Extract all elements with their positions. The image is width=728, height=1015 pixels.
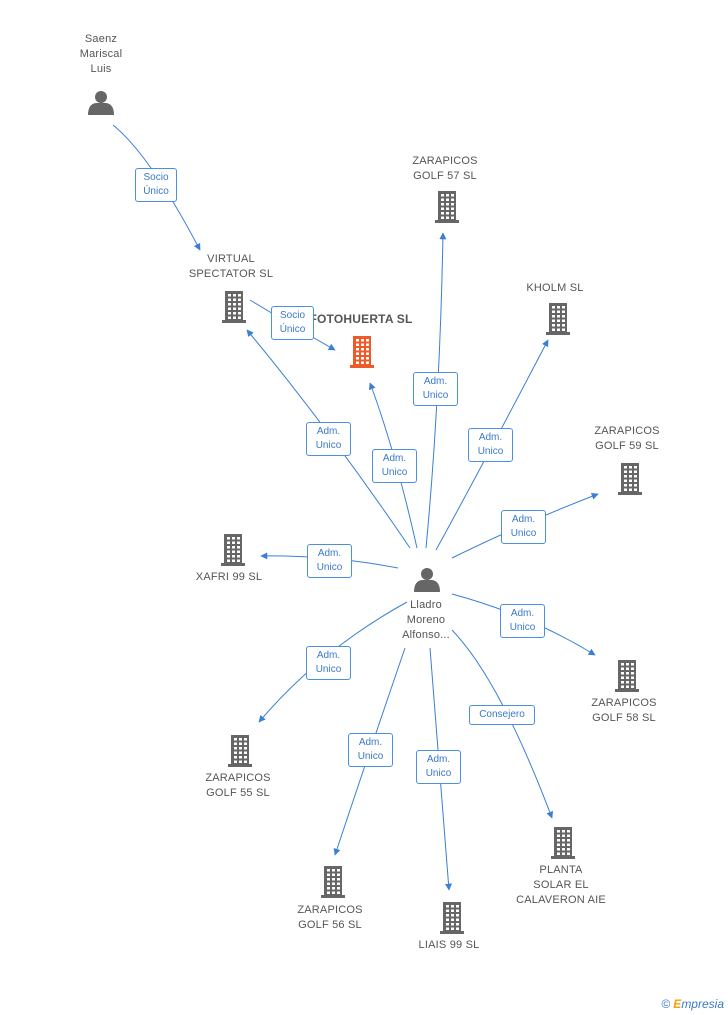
node-label: XAFRI 99 SL (195, 571, 263, 583)
building-icon (435, 191, 459, 223)
edge-label-e1[interactable]: Socio Único (135, 168, 177, 202)
node-label: Saenz Mariscal Luis (79, 33, 123, 75)
building-icon (350, 336, 374, 368)
node-zarapicos-golf-57[interactable]: ZARAPICOS GOLF 57 SL (390, 154, 500, 184)
node-label: VIRTUAL SPECTATOR SL (188, 253, 274, 280)
edge-line-e11 (451, 629, 554, 819)
node-label: KHOLM SL (526, 282, 584, 294)
edge-label-e13[interactable]: Adm. Unico (416, 750, 461, 784)
person-icon (414, 568, 440, 592)
node-zarapicos-golf-59[interactable]: ZARAPICOS GOLF 59 SL (572, 424, 682, 454)
node-virtual-spectator[interactable]: VIRTUAL SPECTATOR SL (176, 252, 286, 282)
node-label: ZARAPICOS GOLF 59 SL (594, 425, 660, 452)
edge-label-e2[interactable]: Socio Único (271, 306, 314, 340)
building-icon (222, 291, 246, 323)
node-zarapicos-golf-56[interactable]: ZARAPICOS GOLF 56 SL (275, 903, 385, 933)
edge-label-e12[interactable]: Adm. Unico (348, 733, 393, 767)
node-label: LIAIS 99 SL (418, 939, 480, 951)
edge-label-e8[interactable]: Adm. Unico (307, 544, 352, 578)
footer-brand: ©Empresia (661, 997, 724, 1011)
node-label: ZARAPICOS GOLF 57 SL (412, 155, 478, 182)
node-kholm[interactable]: KHOLM SL (500, 281, 610, 296)
building-icon (615, 660, 639, 692)
node-zarapicos-golf-58[interactable]: ZARAPICOS GOLF 58 SL (569, 696, 679, 726)
edge-label-e9[interactable]: Adm. Unico (500, 604, 545, 638)
building-icon (321, 866, 345, 898)
node-label: Lladro Moreno Alfonso... (402, 599, 450, 641)
edge-label-e6[interactable]: Adm. Unico (468, 428, 513, 462)
building-icon (228, 735, 252, 767)
edge-label-e7[interactable]: Adm. Unico (501, 510, 546, 544)
node-label: ZARAPICOS GOLF 58 SL (591, 697, 657, 724)
building-icon (551, 827, 575, 859)
node-planta-solar[interactable]: PLANTA SOLAR EL CALAVERON AIE (506, 863, 616, 908)
node-label: ZARAPICOS GOLF 55 SL (205, 772, 271, 799)
brand-logo-text: mpresia (681, 997, 724, 1011)
brand-logo-initial: E (673, 997, 682, 1011)
edge-label-e5[interactable]: Adm. Unico (413, 372, 458, 406)
edge-label-e11[interactable]: Consejero (469, 705, 535, 725)
node-label: PLANTA SOLAR EL CALAVERON AIE (516, 864, 606, 906)
node-saenz[interactable]: Saenz Mariscal Luis (46, 32, 156, 77)
node-liais[interactable]: LIAIS 99 SL (394, 938, 504, 953)
node-label: FOTOHUERTA SL (309, 312, 413, 326)
node-zarapicos-golf-55[interactable]: ZARAPICOS GOLF 55 SL (183, 771, 293, 801)
edge-label-e4[interactable]: Adm. Unico (372, 449, 417, 483)
building-icon (440, 902, 464, 934)
edge-label-e10[interactable]: Adm. Unico (306, 646, 351, 680)
node-lladro[interactable]: Lladro Moreno Alfonso... (371, 598, 481, 643)
copyright-symbol: © (661, 997, 671, 1011)
building-icon (618, 463, 642, 495)
edge-label-e3[interactable]: Adm. Unico (306, 422, 351, 456)
person-icon (88, 91, 114, 115)
node-fotohuerta[interactable]: FOTOHUERTA SL (306, 312, 416, 327)
node-label: ZARAPICOS GOLF 56 SL (297, 904, 363, 931)
node-xafri[interactable]: XAFRI 99 SL (174, 570, 284, 585)
building-icon (546, 303, 570, 335)
building-icon (221, 534, 245, 566)
